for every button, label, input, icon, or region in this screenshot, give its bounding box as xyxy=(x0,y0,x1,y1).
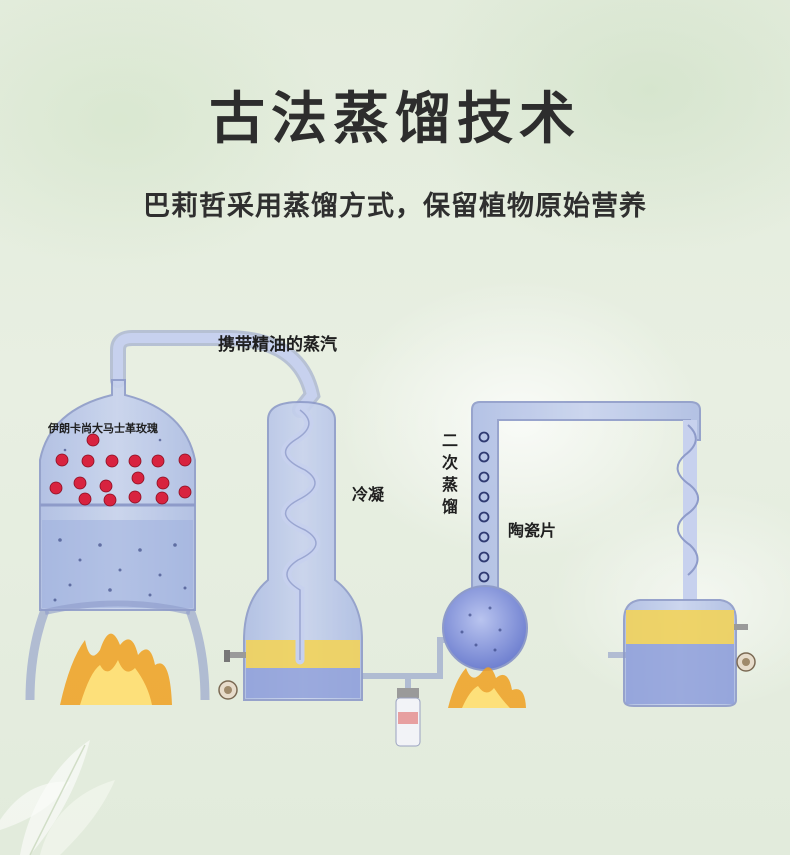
label-condense: 冷凝 xyxy=(352,485,385,504)
distill-flask xyxy=(442,585,528,671)
ceramic-ring-icon xyxy=(478,431,490,583)
water-bubbles xyxy=(53,423,187,602)
distillation-diagram: 携带精油的蒸汽 伊朗卡尚大马士革玫瑰 冷凝 二 次 蒸 馏 陶瓷片 xyxy=(0,330,756,855)
condenser-tank xyxy=(243,400,363,701)
rose-icon xyxy=(49,433,192,507)
bottle-icon xyxy=(395,688,421,747)
label-ceramic: 陶瓷片 xyxy=(508,521,556,540)
label-roses: 伊朗卡尚大马士革玫瑰 xyxy=(47,421,158,435)
leaf-icon xyxy=(0,740,115,855)
distill-column xyxy=(471,401,701,593)
label-steam: 携带精油的蒸汽 xyxy=(218,334,337,355)
page-title: 古法蒸馏技术 xyxy=(209,87,581,152)
label-second-distill-1: 二 xyxy=(442,431,458,450)
label-second-distill-2: 次 xyxy=(442,453,458,472)
tap-icon xyxy=(218,650,246,700)
flame-icon xyxy=(60,633,172,705)
tap-icon xyxy=(734,624,756,672)
label-second-distill-4: 馏 xyxy=(442,497,458,516)
label-second-distill-3: 蒸 xyxy=(442,475,458,494)
flame-icon xyxy=(448,667,526,708)
page-subtitle: 巴莉哲采用蒸馏方式，保留植物原始营养 xyxy=(143,191,647,222)
